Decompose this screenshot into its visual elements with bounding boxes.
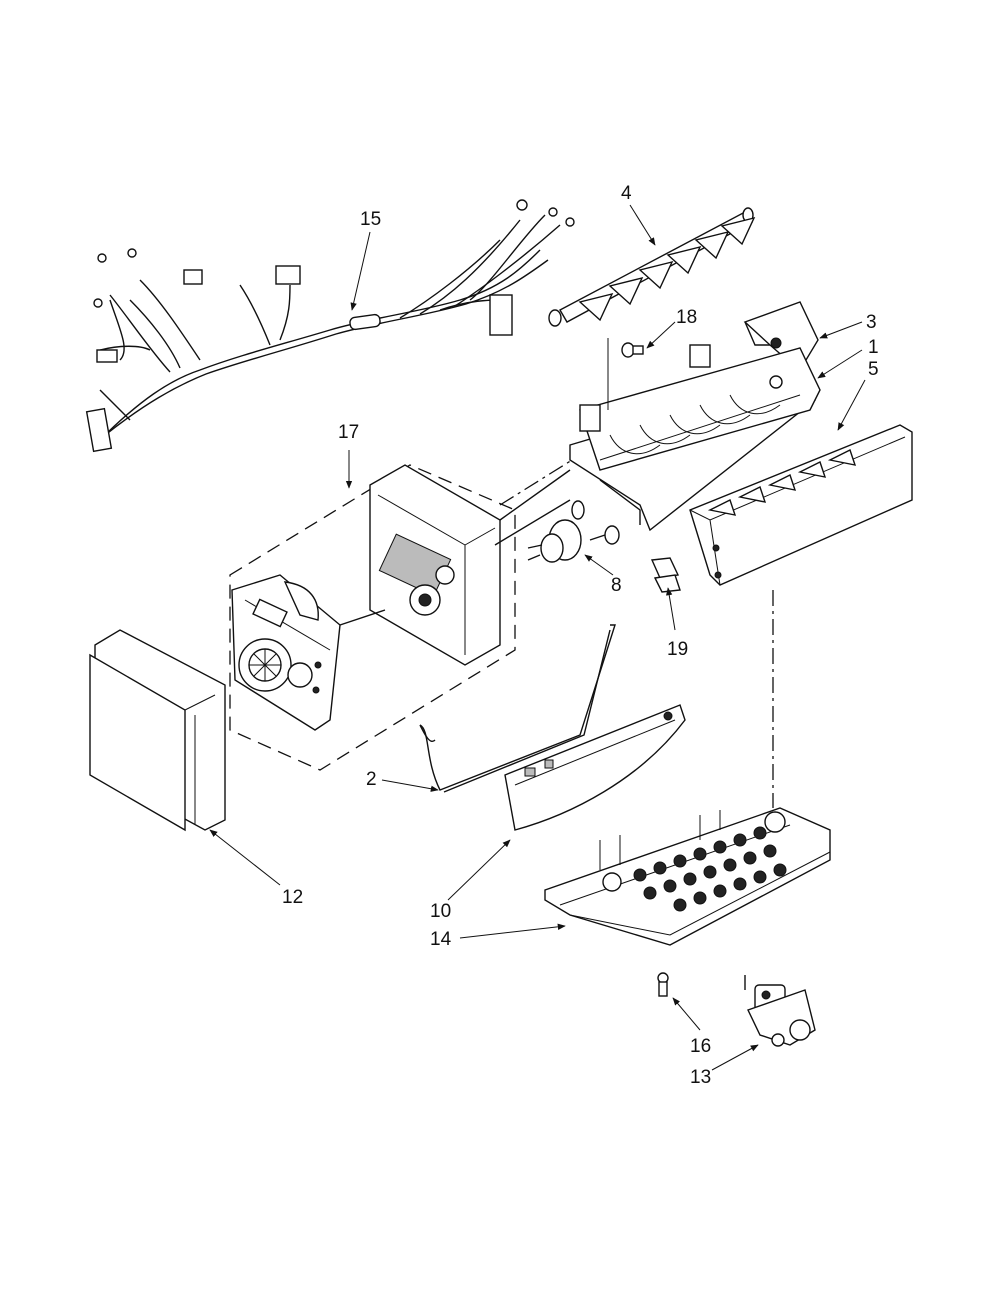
clip-part: [650, 557, 681, 593]
callout-14: 14: [430, 929, 452, 950]
ice-tray-part: [544, 807, 831, 946]
water-valve-part: [744, 975, 816, 1047]
thermostat-part: [527, 500, 620, 563]
wire-harness-part: [85, 199, 575, 453]
module-dashed-outline: [229, 464, 516, 771]
callout-15: 15: [360, 209, 382, 230]
stripper-part: [689, 424, 913, 586]
callout-8: 8: [611, 575, 622, 596]
tray-pins: [633, 826, 787, 912]
callout-3: 3: [866, 312, 877, 333]
screw-16-part: [657, 972, 669, 997]
callout-2: 2: [366, 769, 377, 790]
callout-19: 19: [667, 639, 689, 660]
front-cover-part: [89, 629, 226, 832]
callout-17: 17: [338, 422, 360, 443]
fill-shield-part: [504, 704, 686, 831]
gear-plate-part: [231, 574, 386, 731]
callout-12: 12: [282, 887, 304, 908]
callout-5: 5: [868, 359, 879, 380]
ejector-part: [548, 207, 756, 327]
ice-mold-part: [569, 344, 821, 532]
callout-13: 13: [690, 1067, 712, 1088]
callout-4: 4: [621, 183, 632, 204]
callout-10: 10: [430, 901, 452, 922]
leader-lines: [209, 204, 866, 1071]
callout-1: 1: [868, 337, 879, 358]
callout-18: 18: [676, 307, 698, 328]
screw-18-part: [621, 342, 644, 358]
harness-alignment-line: [499, 459, 573, 506]
callout-16: 16: [690, 1036, 712, 1057]
shutoff-arm-part: [419, 624, 616, 793]
control-housing-part: [369, 464, 571, 666]
